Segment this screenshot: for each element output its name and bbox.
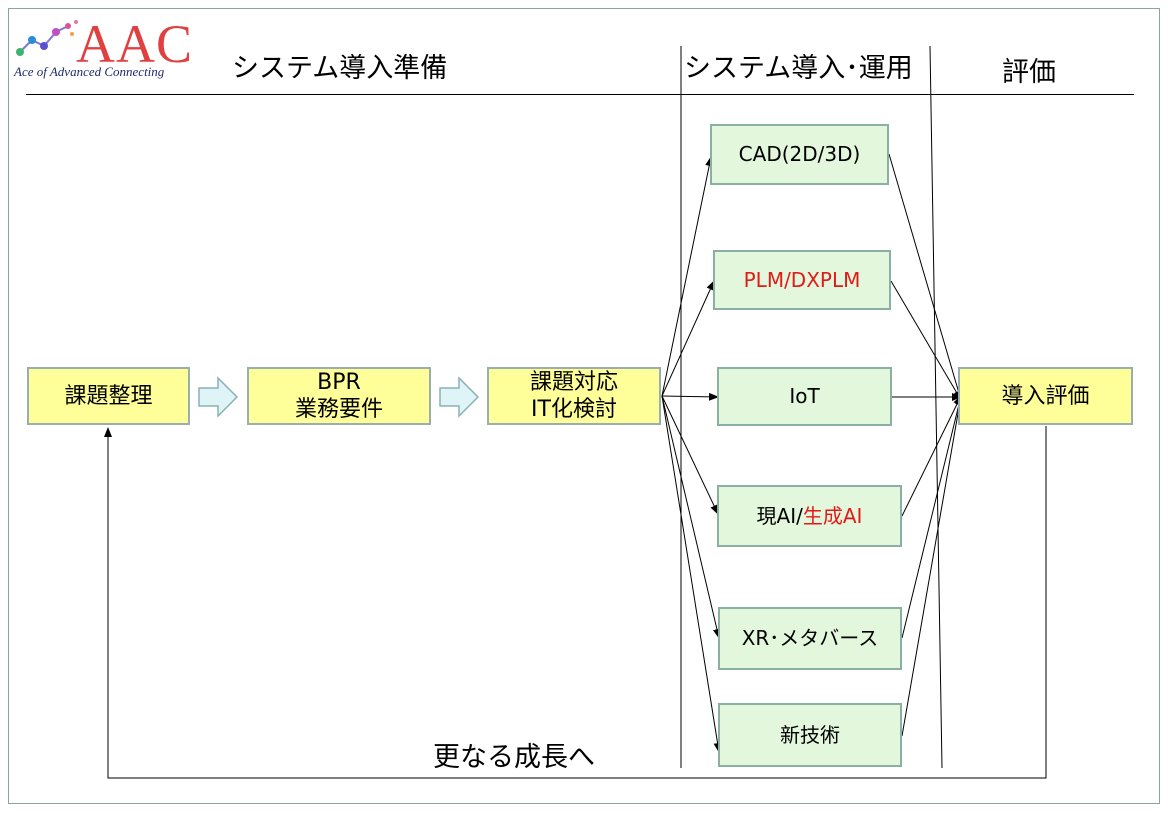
step-evaluation: 導入評価 <box>958 367 1133 425</box>
fan-out-arrows <box>661 156 722 753</box>
arrow-issues-to-bpr <box>198 376 239 418</box>
logo-dots-icon <box>16 20 78 56</box>
page-frame <box>8 8 1160 804</box>
step-it-review: 課題対応 IT化検討 <box>487 367 661 425</box>
step-bpr-line1: BPR <box>317 370 361 395</box>
tech-new-label: 新技術 <box>780 722 840 747</box>
tech-ai-generative-label: 生成AI <box>802 503 863 528</box>
tech-plm-label: PLM/DXPLM <box>743 267 861 292</box>
feedback-loop-arrow <box>104 426 1047 779</box>
separator-operate-evaluate <box>929 45 943 769</box>
tech-cad-label: CAD(2D/3D) <box>738 142 861 166</box>
tech-xr-label: XR･メタバース <box>741 626 879 650</box>
tech-plm: PLM/DXPLM <box>713 250 891 310</box>
step-it-line1: 課題対応 <box>529 370 618 395</box>
feedback-caption: 更なる成長へ <box>433 742 595 773</box>
logo-tagline: Ace of Advanced Connecting <box>14 64 165 79</box>
step-it-line2: IT化検討 <box>531 397 617 422</box>
header-evaluate: 評価 <box>1002 57 1056 88</box>
tech-xr: XR･メタバース <box>718 607 902 670</box>
tech-cad: CAD(2D/3D) <box>710 124 889 185</box>
step-issues-label: 課題整理 <box>64 383 153 409</box>
header-rule <box>26 94 1134 95</box>
step-evaluation-label: 導入評価 <box>1001 383 1090 409</box>
step-bpr: BPR 業務要件 <box>247 367 431 425</box>
tech-iot-label: IoT <box>789 384 820 408</box>
logo-wordmark: AAC <box>76 14 194 74</box>
tech-ai-current-label: 現AI/ <box>756 503 803 528</box>
header-operate: システム導入･運用 <box>684 53 913 84</box>
step-bpr-line2: 業務要件 <box>294 397 383 422</box>
arrow-bpr-to-it <box>439 376 480 418</box>
tech-ai: 現AI/生成AI <box>717 485 902 547</box>
tech-iot: IoT <box>717 367 892 426</box>
tech-new: 新技術 <box>718 703 902 767</box>
header-prep: システム導入準備 <box>232 53 448 84</box>
company-logo: AAC Ace of Advanced Connecting <box>12 12 192 84</box>
fan-in-arrows <box>888 153 964 737</box>
step-issues: 課題整理 <box>27 367 190 425</box>
